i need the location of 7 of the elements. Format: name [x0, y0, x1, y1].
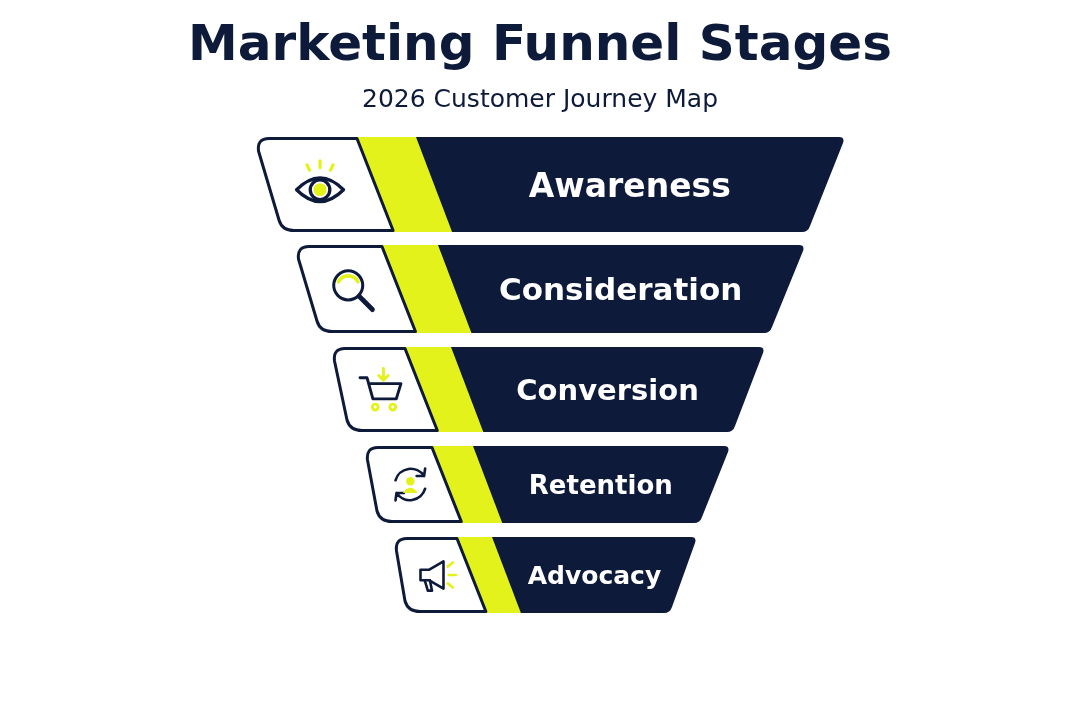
title: Marketing Funnel Stages	[187, 14, 893, 72]
stage-label: Retention	[528, 469, 673, 500]
stage-label: Awareness	[528, 165, 731, 204]
subtitle: 2026 Customer Journey Map	[361, 84, 719, 113]
stage-label: Consideration	[498, 271, 743, 307]
stage-label: Conversion	[516, 372, 699, 407]
stage-label: Advocacy	[527, 560, 662, 590]
